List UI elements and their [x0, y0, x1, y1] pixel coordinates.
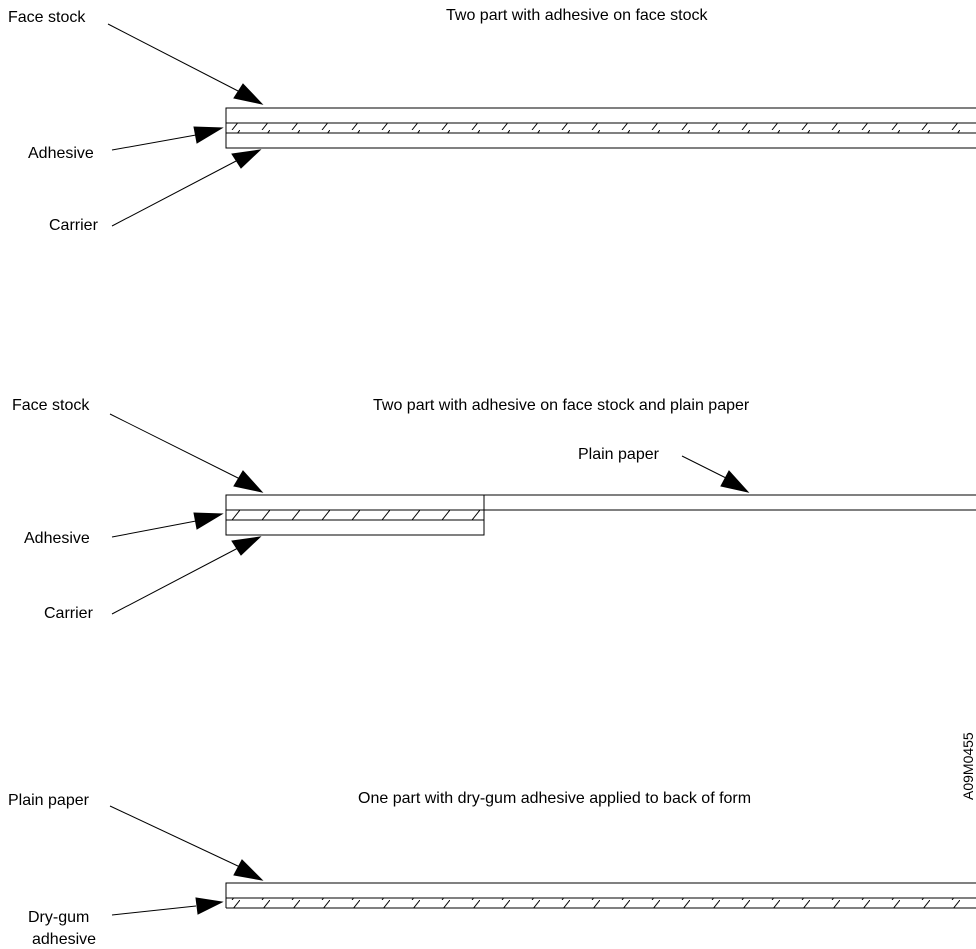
panel-3-plain-paper-layer [225, 882, 976, 899]
panel-1-carrier-label: Carrier [49, 217, 99, 234]
panel-1-face-stock-layer [225, 107, 976, 124]
panel-2-carrier-arrow [111, 536, 262, 615]
panel-2-face-stock-label: Face stock [12, 397, 90, 414]
panel-3: One part with dry-gum adhesive applied t… [8, 790, 976, 948]
panel-3-plain-paper-arrow [109, 805, 264, 881]
panel-3-dry-gum-label-line2: adhesive [32, 931, 96, 948]
panel-1-face-stock-label: Face stock [8, 9, 86, 26]
panel-2-plain-paper-arrow [681, 455, 750, 493]
panel-1-adhesive-label: Adhesive [28, 145, 94, 162]
panel-2: Two part with adhesive on face stock and… [12, 397, 976, 622]
panel-1: Two part with adhesive on face stock Fac… [8, 7, 976, 234]
panel-1-adhesive-layer [225, 123, 976, 133]
figure-id: A09M0455 [960, 732, 976, 800]
panel-2-plain-paper-layer [483, 494, 976, 511]
panel-3-dry-gum-label-line1: Dry-gum [28, 909, 89, 926]
panel-1-adhesive-arrow [111, 126, 224, 151]
panel-2-carrier-layer [225, 519, 485, 536]
panel-2-adhesive-label: Adhesive [24, 530, 90, 547]
panel-1-face-stock-arrow [107, 23, 264, 105]
panel-3-title: One part with dry-gum adhesive applied t… [358, 790, 751, 807]
panel-1-carrier-layer [225, 132, 976, 149]
panel-1-carrier-arrow [111, 149, 262, 227]
panel-2-adhesive-arrow [111, 512, 224, 538]
panel-2-face-stock-layer [225, 494, 485, 511]
panel-3-dry-gum-adhesive-layer [225, 898, 976, 909]
panel-3-plain-paper-label: Plain paper [8, 792, 90, 809]
panel-2-title: Two part with adhesive on face stock and… [373, 397, 750, 414]
panel-1-title: Two part with adhesive on face stock [446, 7, 708, 24]
panel-2-plain-paper-label: Plain paper [578, 446, 660, 463]
panel-3-dry-gum-arrow [111, 897, 224, 916]
panel-2-face-stock-arrow [109, 413, 264, 493]
panel-2-adhesive-layer [225, 510, 485, 520]
panel-2-carrier-label: Carrier [44, 605, 94, 622]
